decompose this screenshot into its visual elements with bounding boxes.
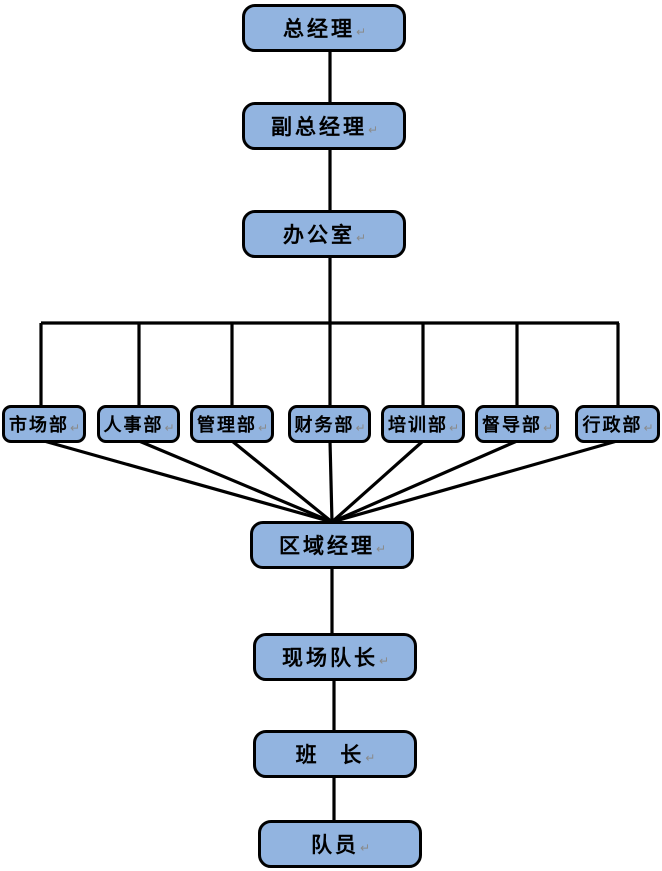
line-break-mark-icon: ↵: [359, 841, 371, 855]
node-finance-dept: 财务部↵: [288, 405, 371, 443]
node-general-manager-label: 总经理: [282, 17, 355, 41]
node-deputy-general-manager: 副总经理↵: [242, 102, 406, 150]
line-break-mark-icon: ↵: [257, 421, 269, 435]
line-break-mark-icon: ↵: [542, 421, 554, 435]
node-hr-dept-label: 人事部: [103, 415, 164, 436]
node-site-captain: 现场队长↵: [253, 633, 417, 681]
line-break-mark-icon: ↵: [378, 654, 390, 668]
node-finance-dept-label: 财务部: [294, 415, 355, 436]
node-office-label: 办公室: [282, 223, 355, 247]
line-break-mark-icon: ↵: [164, 421, 175, 435]
line-break-mark-icon: ↵: [643, 421, 654, 435]
edge-supervision-to-regional: [331, 439, 518, 524]
line-break-mark-icon: ↵: [365, 751, 376, 765]
node-regional-manager: 区域经理↵: [250, 521, 414, 569]
line-break-mark-icon: ↵: [367, 123, 379, 137]
edge-management-to-regional: [230, 439, 334, 524]
node-site-captain-label: 现场队长: [281, 646, 378, 670]
node-training-dept: 培训部↵: [381, 405, 465, 443]
node-regional-manager-label: 区域经理: [278, 534, 375, 558]
edge-finance-to-regional: [328, 440, 334, 523]
line-break-mark-icon: ↵: [375, 542, 387, 556]
node-admin-dept-label: 行政部: [582, 415, 643, 436]
edge-hr-to-regional: [138, 439, 333, 524]
node-hr-dept: 人事部↵: [97, 405, 180, 443]
line-break-mark-icon: ↵: [355, 25, 367, 39]
node-admin-dept: 行政部↵: [575, 405, 660, 443]
node-management-dept-label: 管理部: [196, 415, 257, 436]
node-office: 办公室↵: [242, 210, 406, 258]
edge-marketing-to-regional: [43, 439, 333, 524]
node-squad-leader-label: 班 长: [295, 743, 365, 767]
node-squad-leader: 班 长↵: [253, 730, 417, 778]
node-marketing-dept: 市场部↵: [2, 405, 86, 443]
line-break-mark-icon: ↵: [355, 421, 366, 435]
edge-training-to-regional: [330, 439, 425, 524]
node-supervision-dept-label: 督导部: [481, 415, 542, 436]
line-break-mark-icon: ↵: [448, 421, 460, 435]
node-team-member: 队员↵: [258, 820, 422, 868]
line-break-mark-icon: ↵: [69, 421, 81, 435]
node-deputy-general-manager-label: 副总经理: [270, 115, 367, 139]
node-training-dept-label: 培训部: [387, 415, 448, 436]
node-supervision-dept: 督导部↵: [475, 405, 559, 443]
line-break-mark-icon: ↵: [355, 231, 367, 245]
edge-admin-to-regional: [331, 439, 618, 524]
node-management-dept: 管理部↵: [190, 405, 274, 443]
node-general-manager: 总经理↵: [242, 4, 406, 52]
node-marketing-dept-label: 市场部: [8, 415, 69, 436]
node-team-member-label: 队员: [310, 833, 359, 857]
